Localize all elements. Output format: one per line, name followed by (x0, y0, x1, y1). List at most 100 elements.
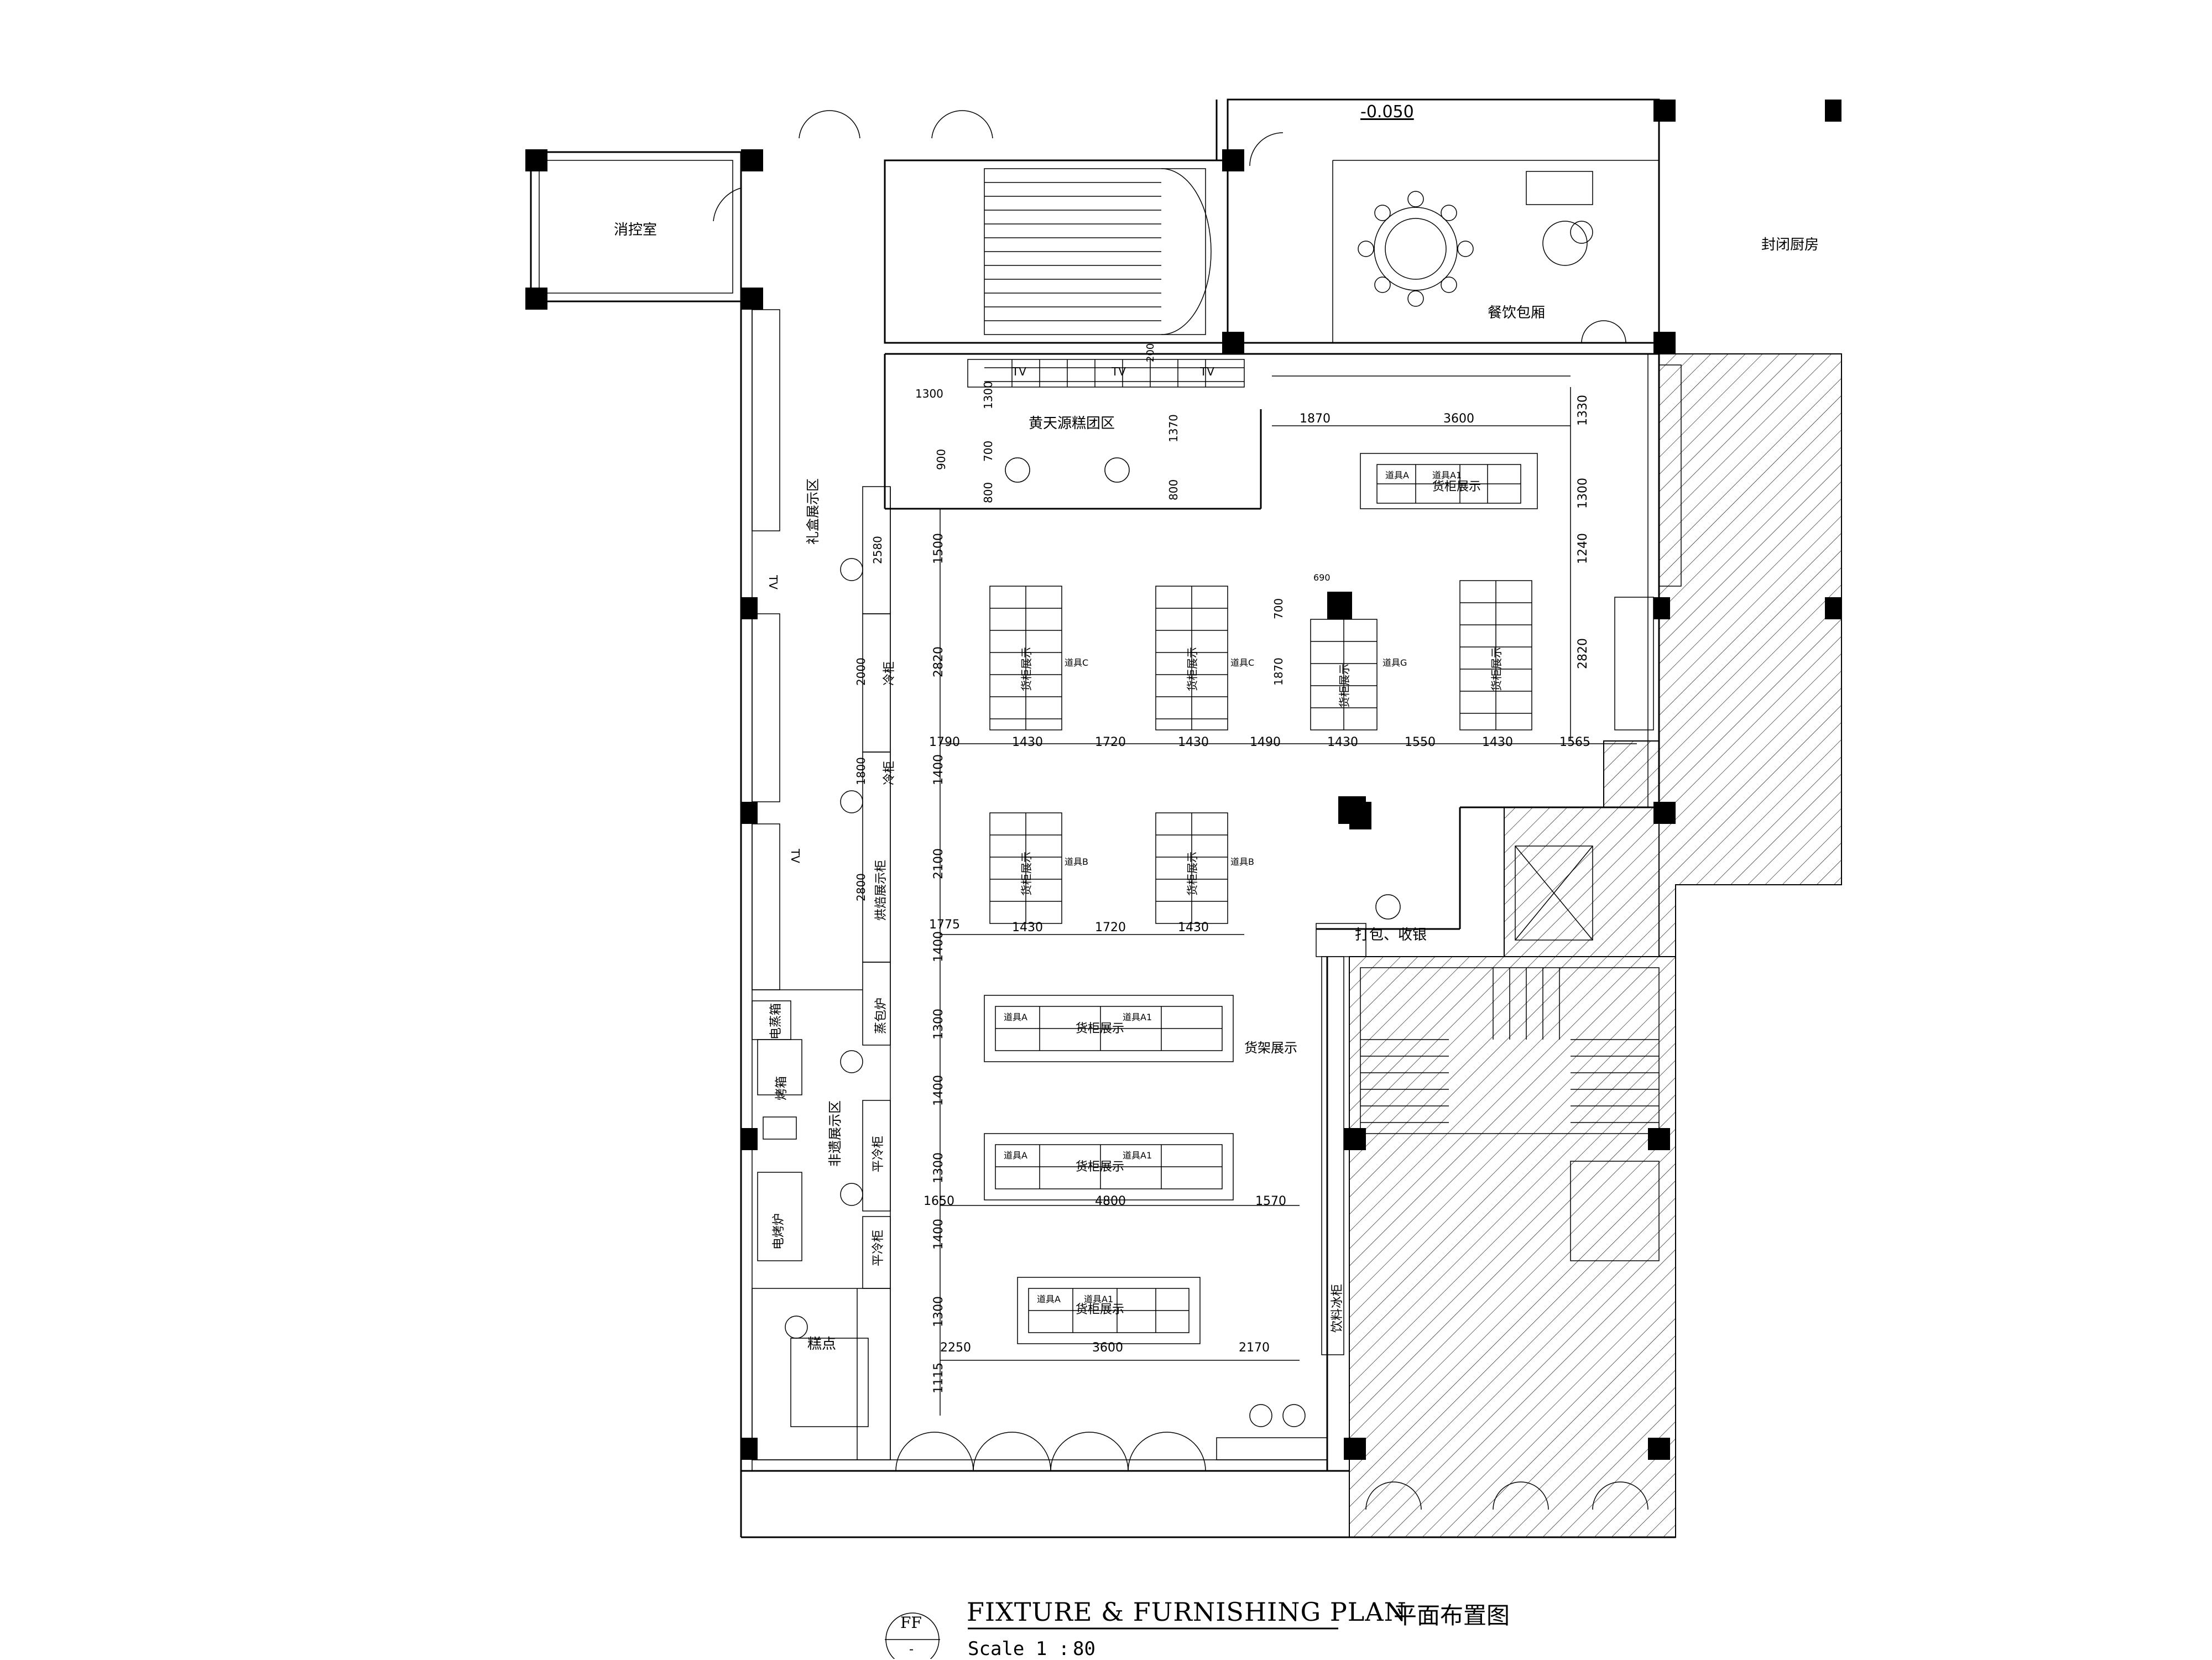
shelf-units (984, 359, 1538, 1344)
prop-g: 道具G (1383, 657, 1407, 668)
dim-mid-4: 1430 (1178, 735, 1209, 749)
cabinet-display-row1: 货柜展示 (1076, 1022, 1125, 1036)
staff-figures (785, 457, 1401, 1427)
prop-c-1: 道具C (1065, 657, 1089, 668)
drink-fridge: 饮料冰柜 (1331, 1283, 1344, 1333)
shelf-label-5: 货柜展示 (1020, 852, 1033, 896)
dim-tl-7: 800 (982, 482, 995, 503)
dim-row3-3: 1570 (1255, 1194, 1286, 1208)
dim-row2-2: 1430 (1012, 921, 1043, 935)
dim-top-2: 3600 (1443, 412, 1474, 426)
dim-mid-9: 1565 (1559, 735, 1590, 749)
scale-label: Scale 1 : (968, 1638, 1070, 1660)
dim-row2-4: 1430 (1178, 921, 1209, 935)
title-symbol-sub: - (909, 1641, 914, 1657)
shelf-label-6: 货柜展示 (1186, 852, 1199, 896)
shelf-display-label: 货架展示 (1244, 1040, 1297, 1056)
electric-oven: 电烤炉 (772, 1213, 786, 1250)
dim-cab-3: 1800 (854, 757, 868, 785)
dim-tl-2: 1300 (982, 381, 995, 409)
dim-right-1: 1300 (1576, 478, 1590, 509)
prop-a-2: 道具A (1004, 1150, 1027, 1161)
dim-tl-4: 200 (1145, 343, 1156, 362)
shelf-6 (1155, 812, 1228, 924)
room-label-pastry: 糕点 (807, 1336, 837, 1353)
doors (713, 110, 1648, 1510)
room-label-dining: 餐饮包厢 (1488, 305, 1546, 321)
dining-table (1358, 171, 1593, 307)
dim-top-3: 1330 (1576, 395, 1590, 426)
dim-left-6: 1300 (932, 1009, 946, 1040)
tv-label-2: TV (1112, 365, 1126, 378)
shelf-label-4: 货柜展示 (1490, 647, 1503, 691)
dim-small-1: 690 (1313, 572, 1331, 583)
dim-mid-5: 1490 (1250, 735, 1281, 749)
cold-cabinet-1: 冷柜 (883, 661, 896, 686)
tv-label-4: TV (766, 575, 780, 589)
dim-mid-2: 1430 (1012, 735, 1043, 749)
cabinet-top (1360, 453, 1538, 509)
dim-tl-3: 1370 (1167, 414, 1180, 442)
dim-cab-1: 2580 (871, 536, 884, 564)
dim-left-8: 1300 (932, 1152, 946, 1183)
dim-left-10: 1300 (932, 1296, 946, 1327)
dim-small-3: 1870 (1272, 657, 1285, 686)
dim-mid-6: 1430 (1327, 735, 1358, 749)
shelf-1 (989, 586, 1062, 730)
dim-tl-8: 800 (1167, 479, 1180, 500)
prop-a-4: 道具A (1385, 470, 1409, 481)
prop-a-3: 道具A (1037, 1294, 1061, 1304)
title-symbol: FF (900, 1614, 922, 1632)
stair-treads (984, 168, 1212, 335)
dim-left-11: 1115 (932, 1363, 946, 1393)
title-block (885, 1612, 1338, 1659)
cabinet-display-top: 货柜展示 (1432, 480, 1481, 494)
dim-right-2: 1240 (1576, 533, 1590, 564)
prop-c-2: 道具C (1230, 657, 1255, 668)
lower-stair (1360, 968, 1659, 1123)
prop-b-1: 道具B (1065, 857, 1088, 867)
title-chinese: 平面布置图 (1394, 1602, 1510, 1629)
dim-left-7: 1400 (932, 1075, 946, 1106)
dim-cab-2: 2000 (854, 657, 868, 686)
dim-left-2: 2820 (932, 646, 946, 677)
dim-row2-3: 1720 (1095, 921, 1126, 935)
level-marker: -0.050 (1360, 102, 1414, 122)
dim-small-2: 700 (1272, 598, 1285, 619)
dim-mid-8: 1430 (1482, 735, 1513, 749)
room-label-gift-box: 礼盒展示区 (805, 478, 821, 545)
dim-right-3: 2820 (1576, 638, 1590, 669)
dim-row4-3: 2170 (1239, 1341, 1270, 1355)
tv-label-1: TV (1012, 365, 1026, 378)
dim-left-4: 2100 (932, 848, 946, 879)
dim-row2-1: 1775 (929, 918, 960, 932)
room-label-group-area: 黄天源糕团区 (1029, 415, 1115, 432)
cabinet-display-row3: 货柜展示 (1076, 1303, 1125, 1317)
cabinet-row3 (1017, 1277, 1201, 1344)
dim-row3-1: 1650 (924, 1194, 954, 1208)
prop-a1-1: 道具A1 (1123, 1012, 1152, 1022)
tv-label-3: TV (1200, 365, 1214, 378)
dim-row4-2: 3600 (1092, 1341, 1123, 1355)
flat-cold-cabinet-1: 平冷柜 (872, 1135, 885, 1172)
dimension-lines (940, 387, 1637, 1416)
shelf-label-3: 货柜展示 (1338, 664, 1351, 708)
dim-mid-1: 1790 (929, 735, 960, 749)
flat-cold-cabinet-2: 平冷柜 (872, 1229, 885, 1266)
dim-tl-1: 1300 (915, 387, 943, 400)
steam-stove: 蒸包炉 (874, 997, 888, 1034)
prop-a1-2: 道具A1 (1123, 1150, 1152, 1161)
dim-tl-6: 900 (935, 448, 948, 470)
dim-top-1: 1870 (1300, 412, 1331, 426)
shelf-2 (1155, 586, 1228, 730)
dim-row3-2: 4800 (1095, 1194, 1126, 1208)
scale-value: 80 (1073, 1638, 1095, 1660)
prop-b-2: 道具B (1230, 857, 1254, 867)
cabinet-row1 (984, 995, 1234, 1062)
prop-a-1: 道具A (1004, 1012, 1027, 1022)
outer-walls (530, 98, 1842, 1538)
dim-left-1: 1500 (932, 533, 946, 564)
tv-label-5: TV (789, 849, 802, 863)
dim-left-9: 1400 (932, 1219, 946, 1250)
